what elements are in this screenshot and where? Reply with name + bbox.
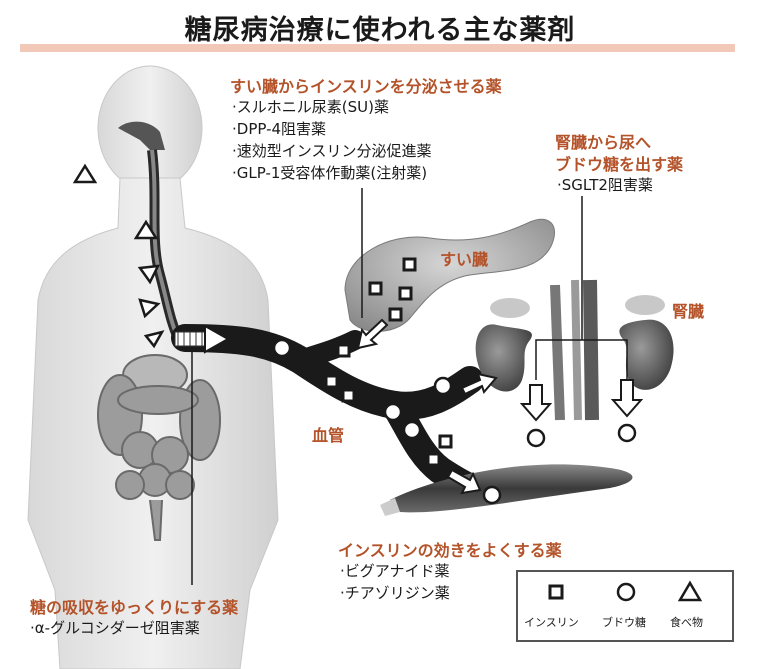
flow-arrows [356, 318, 644, 495]
insulin-effect-drug-heading: インスリンの効きをよくする薬 [338, 541, 562, 560]
legend-symbols [548, 580, 703, 602]
kidney-drug-item: ·SGLT2阻害薬 [557, 176, 653, 194]
kidney-drug-heading-line1: 腎臓から尿へ [555, 133, 652, 152]
pancreas-drug-item: ·GLP-1受容体作動薬(注射薬) [232, 164, 428, 182]
insulin-effect-drug-item: ·ビグアナイド薬 [340, 562, 450, 580]
title-underline [20, 44, 735, 52]
pancreas-label: すい臓 [440, 250, 489, 269]
muscle [380, 464, 633, 516]
pancreas-drug-item: ·スルホニル尿素(SU)薬 [232, 98, 389, 116]
glucose-legend-label: ブドウ糖 [602, 616, 646, 629]
insulin-effect-drug-item: ·チアゾリジン薬 [340, 584, 450, 602]
kidney-label: 腎臓 [672, 302, 705, 321]
food-legend-label: 食べ物 [670, 616, 703, 629]
food-markers [72, 163, 165, 349]
blood-vessel-label: 血管 [312, 426, 345, 445]
glucose-markers [272, 338, 637, 505]
esophagus [118, 121, 183, 341]
kidney-drug-heading-line2: ブドウ糖を出す薬 [555, 155, 684, 174]
absorption-drug-heading: 糖の吸収をゆっくりにする薬 [30, 598, 239, 617]
insulin-legend-label: インスリン [524, 616, 579, 629]
glucose-legend-icon [616, 582, 636, 602]
page-title: 糖尿病治療に使われる主な薬剤 [184, 15, 576, 46]
pancreas-drug-item: ·DPP-4阻害薬 [232, 120, 327, 138]
kidneys [475, 279, 674, 421]
food-legend-icon [677, 580, 703, 602]
intestines [97, 354, 221, 541]
pancreas [344, 218, 555, 332]
human-body [27, 65, 279, 669]
pancreas-drug-heading: すい臓からインスリンを分泌させる薬 [230, 77, 502, 96]
insulin-legend-icon [548, 584, 564, 600]
legend-box: インスリン ブドウ糖 食べ物 [516, 570, 734, 642]
leader-lines [191, 188, 628, 585]
insulin-markers [324, 257, 453, 467]
pancreas-drug-item: ·速効型インスリン分泌促進薬 [232, 142, 432, 160]
absorption-drug-item: ·α-グルコシダーゼ阻害薬 [30, 619, 200, 637]
